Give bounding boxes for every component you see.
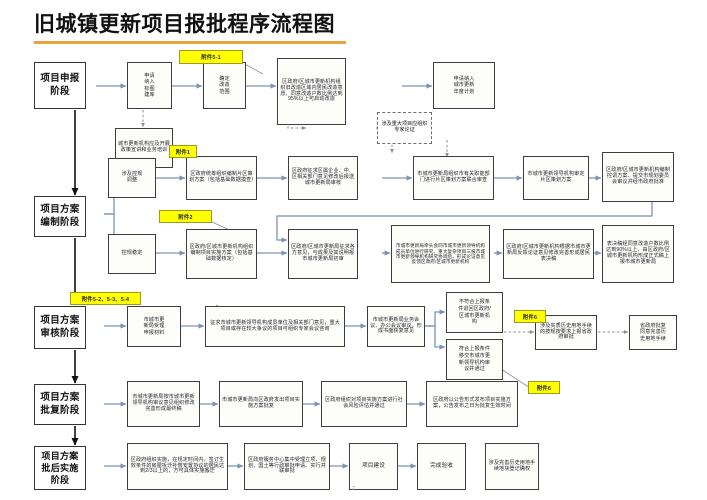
row2a-node-3[interactable]: 区政府征求区属企业、中、区相关部门意见修改后报送城市更新局审核 (288, 156, 358, 200)
expert-review-label: 涉及重大项目应组织专家论证 (381, 121, 428, 133)
expert-review-box[interactable]: 涉及重大项目应组织专家论证 (377, 112, 432, 144)
row2a-node-5-label: 市城市更新领导机构审定片区策划方案 (527, 171, 585, 183)
page-title-block: 旧城镇更新项目报批程序流程图 (34, 12, 346, 44)
row1-node-2[interactable]: 确定 改造 范围 (203, 62, 246, 109)
row3-node-2[interactable]: 征求市城市更新领导机构成员单位及相关部门意见，重大项目或存在较大争议的项目可组织… (205, 306, 345, 347)
row3-branch-accept[interactable]: 符合上报条件 移交市城市更 新领导机构审 议并通过 (446, 339, 503, 380)
annotation-tag-attachment-6-b[interactable]: 附件6 (528, 381, 560, 394)
row2a-node-2[interactable]: 区政府统筹组织编制片区策划方案（包括基础数据摸查） (186, 156, 257, 200)
annotation-tag-1-label: 附件1 (175, 149, 191, 156)
stage-label-1: 项目申报 阶段 (40, 72, 80, 97)
row2b-node-4-label: 市城市更新局牵头会同市城市更新领导机构成员单位进行研究、重大复杂项目三报市城市更… (395, 243, 486, 265)
annotation-tag-attachment-5-2-3-4[interactable]: 附件5-2、5-3、5-4 (70, 292, 141, 305)
row1-node-3-label: 区政府/区城市更新机构组织旧改造区域内居民改造意愿、同意改造户数比例达到95%以… (280, 78, 343, 103)
row5-node-4-label: 完成验收 (430, 463, 453, 470)
row5-node-5-label: 涉及完善历史用地手续地块登记确权 (488, 459, 536, 472)
row3-node-2-label: 征求市城市更新领导机构成员单位及相关部门意见，重大项目或存在较大争议的项目可组织… (210, 319, 340, 332)
row4-node-1[interactable]: 市城市更新局按市城市更新领导机构审议意见组织修改完善形成最终稿 (127, 381, 200, 427)
row2b-node-1-label: 控规稳定 (121, 250, 143, 257)
row2a-node-2-label: 区政府统筹组织编制片区策划方案（包括基础数据摸查） (189, 171, 257, 183)
row2b-node-5[interactable]: 区政府/区城市更新机构根据市城市更新局反馈论证意见修改完善形成居民表决稿 (503, 229, 594, 279)
row5-node-2[interactable]: 区政府服务中心集中受理立项、规划、国土等行政审批申请、实行并联审批 (244, 443, 330, 490)
row3-branch-reject-label: 不符合上报条 件退回区政府/ 区城市更新机 构 (458, 299, 491, 326)
row2b-node-2-label: 区政府/区城市更新机构组织编制项目实施方案（包括基础数据核定） (189, 244, 254, 262)
row3-node-3-label: 市城市更新局业务会议、办公会议审议，形成书面获复意见 (370, 316, 422, 335)
row1-node-3[interactable]: 区政府/区城市更新机构组织旧改造区域内居民改造意愿、同意改造户数比例达到95%以… (277, 58, 346, 125)
row2a-node-1-label: 涉及控规 调整 (121, 171, 143, 183)
row5-node-1-label: 区政府组织实施，在规定时间内，签订生效条件的房屋拆迁补偿安置协议的居民达到2/3… (130, 456, 225, 475)
page-title: 旧城镇更新项目报批程序流程图 (34, 13, 335, 36)
row3-branch-accept-label: 符合上报条件 移交市城市更 新领导机构审 议并通过 (458, 346, 491, 373)
row5-node-4[interactable]: 完成验收 (417, 443, 466, 490)
row2b-node-3[interactable]: 区政府/区城市更新局征求各方意见，与成果及其说明报市城市更新局初审 (288, 229, 358, 279)
row3-land-node-1-label: 涉及实质历史用地手续的按规按要求上报省政府审批 (540, 322, 592, 341)
stage-box-2[interactable]: 项目方案 编制阶段 (34, 196, 86, 237)
row4-node-3[interactable]: 区政府组织对项目实施方案进行社会风险评估并通过 (321, 381, 407, 427)
row5-node-5[interactable]: 涉及完善历史用地手续地块登记确权 (485, 443, 539, 490)
row1-node-4-label: 申请纳入 城市更新 年度计划 (453, 75, 475, 95)
row2b-node-4[interactable]: 市城市更新局牵头会同市城市更新领导机构成员单位进行研究、重大复杂项目三报市城市更… (391, 225, 490, 283)
row2a-node-3-label: 区政府征求区属企业、中、区相关部门意见修改后报送城市更新局审核 (291, 168, 355, 186)
row3-node-1[interactable]: 市城市更 新局受理 申报材料 (127, 306, 181, 347)
stage-box-1[interactable]: 项目申报 阶段 (34, 62, 86, 109)
row4-node-2-label: 市城市更新局向区政府发出项目实施方案批复 (222, 397, 300, 409)
row1-node-2-label: 确定 改造 范围 (219, 75, 230, 95)
title-underline-rule (34, 41, 346, 44)
row5-node-3[interactable]: 项目建设 (349, 443, 398, 490)
stage-box-5[interactable]: 项目方案 批后实施 阶段 (34, 446, 86, 490)
annotation-tag-5-1-label: 附件5-1 (201, 55, 221, 61)
row2b-node-6[interactable]: 表决稿经同意改造户数比例达到90%以上，由区政府/区城市更新机构形成正式稿上报市… (602, 225, 674, 283)
row3-land-node-2[interactable]: 省政府批复 同意完善历 史用地手续 (629, 315, 677, 350)
stage-box-3[interactable]: 项目方案 审核阶段 (34, 306, 86, 349)
row2b-node-5-label: 区政府/区城市更新机构根据市城市更新局反馈论证意见修改完善形成居民表决稿 (506, 244, 591, 262)
row4-node-4[interactable]: 区政府以公告形式发布项目实施方案，公告发布之日为批复生效时间 (426, 381, 518, 427)
row1-node-1-label: 申请 纳入 标图 建库 (144, 72, 155, 98)
row2a-node-1[interactable]: 涉及控规 调整 (108, 158, 156, 198)
annotation-tag-2-label: 附件2 (178, 214, 193, 221)
row2a-node-4[interactable]: 市城市更新局组织市有关职能部门进行片区策划方案联合审查 (413, 156, 494, 200)
row2a-node-6[interactable]: 区政府/区城市更新机构编制控调方案、提交市规划委员会审议并经市政府批准 (602, 152, 674, 202)
stage-label-3: 项目方案 审核阶段 (40, 314, 80, 339)
annotation-tag-5-2-3-4-label: 附件5-2、5-3、5-4 (81, 296, 130, 303)
stage-box-4[interactable]: 项目方案 批复阶段 (34, 384, 86, 425)
annotation-tag-attachment-1[interactable]: 附件1 (169, 145, 197, 158)
row2a-node-5[interactable]: 市城市更新领导机构审定片区策划方案 (523, 156, 589, 200)
row2a-node-4-label: 市城市更新局组织市有关职能部门进行片区策划方案联合审查 (417, 171, 490, 183)
stage-label-4: 项目方案 批复阶段 (40, 391, 80, 416)
row1-node-1[interactable]: 申请 纳入 标图 建库 (127, 62, 172, 109)
row3-branch-reject[interactable]: 不符合上报条 件退回区政府/ 区城市更新机 构 (446, 292, 503, 333)
row2b-node-6-label: 表决稿经同意改造户数比例达到90%以上，由区政府/区城市更新机构形成正式稿上报市… (606, 241, 670, 265)
row4-node-1-label: 市城市更新局按市城市更新领导机构审议意见组织修改完善形成最终稿 (132, 394, 195, 412)
row4-node-3-label: 区政府组织对项目实施方案进行社会风险评估并通过 (325, 397, 403, 409)
row2b-node-1[interactable]: 控规稳定 (108, 234, 156, 274)
annotation-tag-attachment-2[interactable]: 附件2 (159, 210, 212, 223)
row4-node-2[interactable]: 市城市更新局向区政府发出项目实施方案批复 (219, 381, 303, 427)
annotation-tag-attachment-6-a[interactable]: 附件6 (514, 310, 546, 323)
stage-label-5: 项目方案 批后实施 阶段 (41, 450, 79, 486)
row2b-node-2[interactable]: 区政府/区城市更新机构组织编制项目实施方案（包括基础数据核定） (186, 229, 257, 279)
row3-node-1-label: 市城市更 新局受理 申报材料 (143, 316, 165, 336)
page-number: 2 (352, 486, 355, 492)
row5-node-3-label: 项目建设 (362, 463, 385, 470)
row1-node-5-label: 城市更新机构应及开展政策宣讲和业务培训 (118, 141, 170, 153)
row5-node-2-label: 区政府服务中心集中受理立项、规划、国土等行政审批申请、实行并联审批 (248, 456, 326, 475)
row2b-node-3-label: 区政府/区城市更新局征求各方意见，与成果及其说明报市城市更新局初审 (291, 244, 355, 262)
row1-node-4[interactable]: 申请纳入 城市更新 年度计划 (433, 62, 495, 109)
stage-label-2: 项目方案 编制阶段 (40, 203, 80, 228)
row4-node-4-label: 区政府以公告形式发布项目实施方案，公告发布之日为批复生效时间 (433, 397, 511, 409)
row2a-node-6-label: 区政府/区城市更新机构编制控调方案、提交市规划委员会审议并经市政府批准 (606, 167, 670, 185)
annotation-tag-6-b-label: 附件6 (536, 385, 552, 392)
row3-land-node-2-label: 省政府批复 同意完善历 史用地手续 (640, 322, 666, 342)
row3-node-3[interactable]: 市城市更新局业务会议、办公会议审议，形成书面获复意见 (367, 306, 425, 347)
row5-node-1[interactable]: 区政府组织实施，在规定时间内，签订生效条件的房屋拆迁补偿安置协议的居民达到2/3… (127, 443, 228, 490)
annotation-tag-6-a-label: 附件6 (522, 314, 538, 321)
annotation-tag-attachment-5-1[interactable]: 附件5-1 (179, 50, 243, 64)
